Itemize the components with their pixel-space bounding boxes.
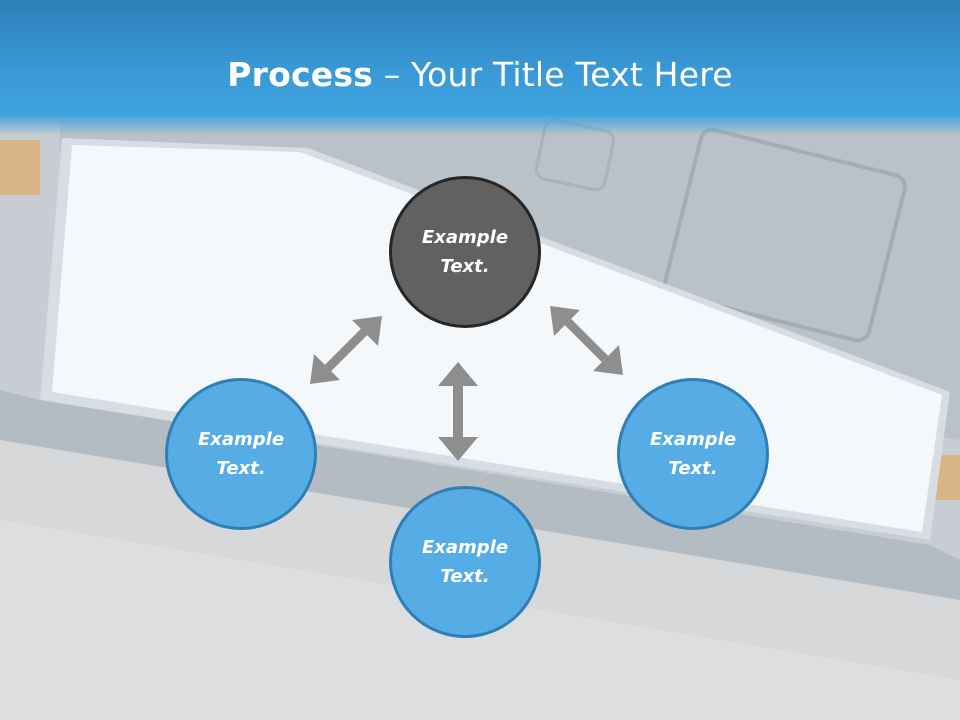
title-bold: Process: [227, 55, 374, 94]
node-bottom: Example Text.: [389, 486, 541, 638]
page-title: Process – Your Title Text Here: [0, 52, 960, 98]
node-left: Example Text.: [165, 378, 317, 530]
node-right: Example Text.: [617, 378, 769, 530]
title-rest: – Your Title Text Here: [373, 55, 733, 94]
node-top-label: Example Text.: [421, 227, 509, 277]
node-top: Example Text.: [389, 176, 541, 328]
arrow-top-right: [550, 306, 623, 375]
arrow-vertical: [438, 362, 478, 461]
node-right-label: Example Text.: [649, 429, 737, 479]
node-left-label: Example Text.: [197, 429, 285, 479]
arrow-top-left: [310, 316, 382, 384]
title-bar: [0, 0, 960, 135]
node-bottom-label: Example Text.: [421, 537, 509, 587]
